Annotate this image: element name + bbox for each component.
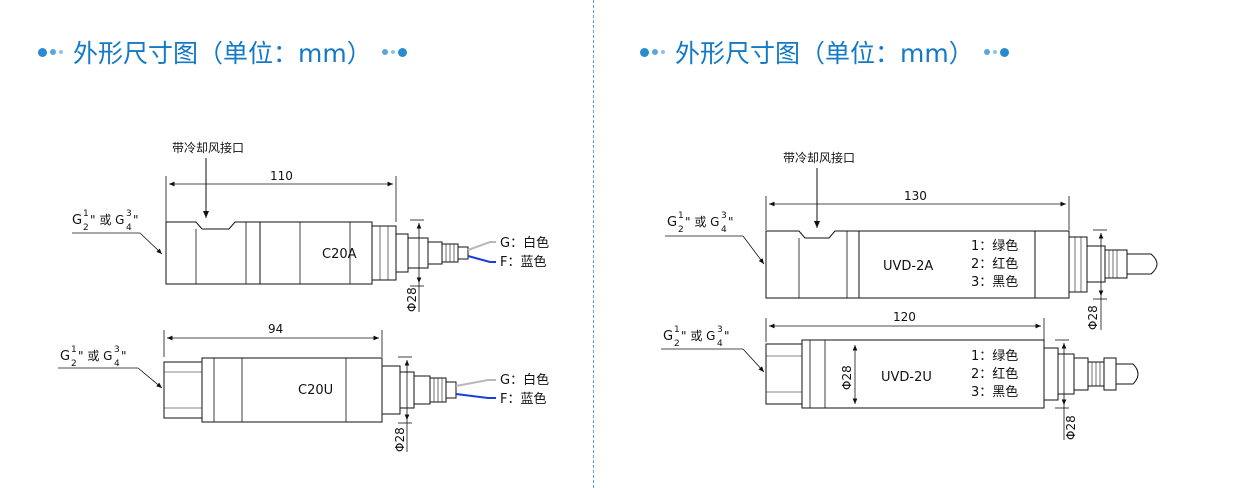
section-divider	[593, 0, 594, 488]
svg-text:" 或 G: " 或 G	[681, 329, 715, 343]
wire-white	[467, 241, 496, 251]
wire-label-1: G：白色	[500, 235, 549, 251]
svg-text:": "	[133, 213, 139, 227]
dia-label-right-2: Φ28	[1064, 415, 1078, 440]
model-label: C20A	[322, 247, 357, 262]
right-drawing: 带冷却风接口 130 UVD-2A 1：绿色 2：红色 3：黑色 Φ28 G 1…	[661, 150, 1158, 440]
wire-blue-2	[455, 393, 496, 399]
wire-label-3: G：白色	[500, 372, 549, 388]
wire-label-4: F：蓝色	[500, 391, 546, 407]
svg-text:G: G	[60, 349, 70, 364]
svg-text:2: 2	[83, 223, 89, 233]
dim-top-value: 110	[270, 169, 293, 183]
svg-text:1: 1	[71, 345, 77, 355]
svg-text:4: 4	[126, 223, 132, 233]
wire-label-2: F：蓝色	[500, 254, 546, 270]
dia-label: Φ28	[405, 287, 419, 312]
svg-text:": "	[728, 215, 734, 229]
wire-label-r2: 2：红色	[971, 256, 1018, 272]
wire-white-2	[455, 379, 496, 387]
model-label-right: UVD-2A	[883, 259, 933, 274]
right-title: 外形尺寸图（单位：mm）	[640, 32, 1009, 72]
title-text: 外形尺寸图（单位：mm）	[675, 39, 974, 68]
wire-label-r5: 2：红色	[971, 366, 1018, 382]
dim-top-value-right: 130	[904, 189, 927, 203]
title-dots-left	[640, 47, 665, 57]
dia-label-2: Φ28	[393, 427, 407, 452]
connector	[407, 237, 429, 269]
right-section: 外形尺寸图（单位：mm） 带冷却风接口 130 UVD-2A 1：绿色 2：红色…	[623, 0, 1246, 488]
dim-bottom-value-right: 120	[893, 310, 916, 324]
left-drawing: 带冷却风接口 110 C20A G：白色 F：蓝色 Φ28	[58, 140, 549, 452]
dia-label-right: Φ28	[1086, 305, 1100, 330]
svg-text:2: 2	[674, 339, 680, 349]
wire-label-r4: 1：绿色	[971, 348, 1018, 364]
svg-text:3: 3	[126, 209, 132, 219]
svg-text:" 或 G: " 或 G	[685, 215, 719, 229]
svg-text:1: 1	[83, 209, 89, 219]
sensor-head	[165, 221, 261, 285]
svg-text:4: 4	[721, 225, 727, 235]
svg-text:" 或 G: " 或 G	[90, 213, 124, 227]
cooling-label: 带冷却风接口	[172, 140, 244, 155]
svg-text:G: G	[667, 215, 677, 230]
svg-text:G: G	[72, 213, 82, 228]
svg-text:4: 4	[717, 339, 723, 349]
hex-nut	[163, 361, 203, 419]
model-label-2: C20U	[298, 383, 333, 398]
wire-label-r1: 1：绿色	[971, 238, 1018, 254]
title-text: 外形尺寸图（单位：mm）	[73, 39, 372, 68]
svg-text:2: 2	[71, 359, 77, 369]
wire-label-r3: 3：黑色	[971, 274, 1018, 290]
wire-label-r6: 3：黑色	[971, 384, 1018, 400]
title-dots-right	[983, 47, 1009, 57]
svg-text:": "	[121, 349, 127, 363]
svg-text:": "	[724, 329, 730, 343]
wire-blue	[467, 255, 496, 263]
svg-text:2: 2	[678, 225, 684, 235]
thread-label-right-2: G 1 2 " 或 G 3 4 "	[663, 325, 730, 349]
thread-label: G 1 2 " 或 G 3 4 "	[72, 209, 139, 233]
sensor-nut	[371, 225, 397, 281]
sensor-body-2	[201, 357, 383, 423]
title-dots-left	[38, 47, 63, 57]
svg-text:4: 4	[114, 359, 120, 369]
svg-text:" 或 G: " 或 G	[78, 349, 112, 363]
svg-text:G: G	[663, 329, 673, 344]
left-title: 外形尺寸图（单位：mm）	[38, 32, 407, 72]
svg-text:3: 3	[717, 325, 723, 335]
svg-text:1: 1	[674, 325, 680, 335]
cable-end	[1126, 253, 1158, 275]
thread-label-right: G 1 2 " 或 G 3 4 "	[667, 211, 734, 235]
left-section: 外形尺寸图（单位：mm） 带冷却风接口 110 C20A	[38, 32, 549, 452]
cooling-label-right: 带冷却风接口	[783, 150, 855, 165]
thread-label-2: G 1 2 " 或 G 3 4 "	[60, 345, 127, 369]
dia-label-inner: Φ28	[840, 365, 854, 390]
svg-text:3: 3	[114, 345, 120, 355]
svg-text:1: 1	[678, 211, 684, 221]
title-dots-right	[381, 47, 407, 57]
model-label-right-2: UVD-2U	[881, 370, 932, 385]
dim-bottom-value: 94	[268, 322, 283, 336]
svg-text:3: 3	[721, 211, 727, 221]
